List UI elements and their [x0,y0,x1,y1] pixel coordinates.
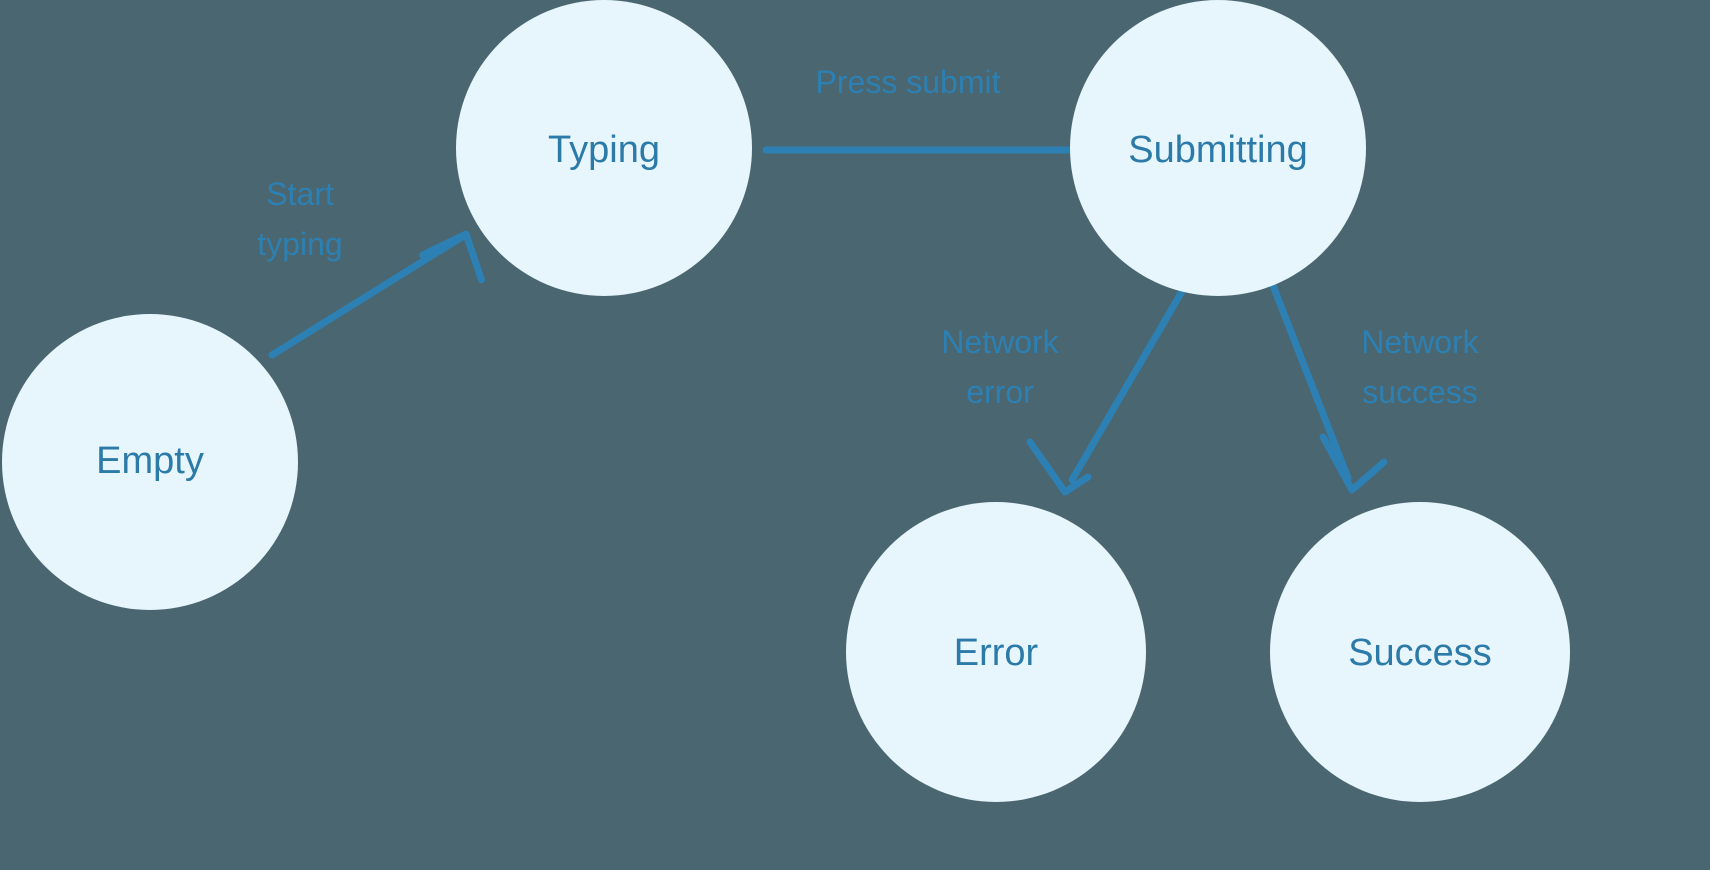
state-label-error: Error [954,632,1039,674]
state-circle-typing [456,0,752,296]
transition-network-error[interactable] [1026,284,1188,496]
transition-network-success[interactable] [1268,279,1388,494]
edge-label-start-typing-line1: Start [266,176,334,212]
edge-label-network-error-line2: error [966,374,1034,410]
arrowhead-start-typing [419,230,485,284]
edge-label-press-submit: Press submit [816,64,1001,100]
state-label-empty: Empty [96,440,204,482]
edge-label-network-success: Network success [1361,324,1479,410]
edge-label-network-error: Network error [941,324,1059,410]
state-label-submitting: Submitting [1128,129,1308,171]
edge-line-start-typing [268,233,466,359]
edge-label-network-success-line2: success [1362,374,1478,410]
state-label-success: Success [1348,632,1492,674]
edge-label-network-error-line1: Network [941,324,1059,360]
state-circle-error [846,502,1146,802]
edge-label-press-submit-line1: Press submit [816,64,1001,100]
state-circle-empty [2,314,298,610]
arrowhead-network-error [1026,438,1092,496]
edge-line-network-error [1068,284,1188,484]
state-label-typing: Typing [548,129,660,171]
edge-label-network-success-line1: Network [1361,324,1479,360]
state-node-error[interactable]: Error [846,502,1146,802]
arrowhead-network-success [1319,433,1388,494]
state-node-empty[interactable]: Empty [2,314,298,610]
state-circle-submitting [1070,0,1366,296]
transition-start-typing[interactable] [268,230,491,359]
state-node-success[interactable]: Success [1270,502,1570,802]
edge-label-start-typing: Start typing [257,176,342,262]
edge-label-start-typing-line2: typing [257,226,342,262]
edge-line-network-success [1268,279,1352,482]
state-circle-success [1270,502,1570,802]
state-node-submitting[interactable]: Submitting [1070,0,1366,296]
state-node-typing[interactable]: Typing [456,0,752,296]
